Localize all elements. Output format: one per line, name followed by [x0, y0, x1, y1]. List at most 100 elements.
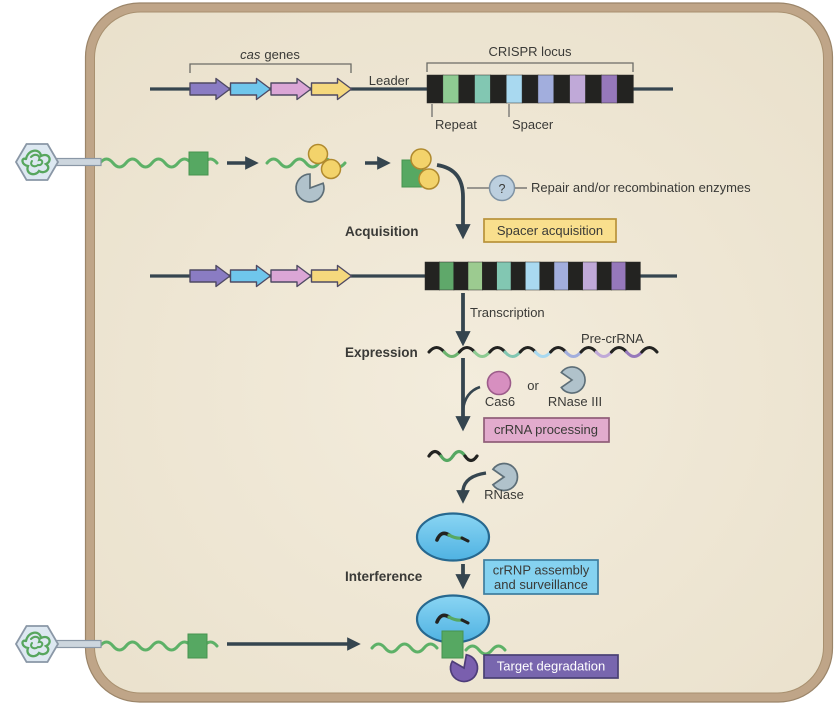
- cas-gene-arrow: [270, 264, 312, 288]
- locus-block: [539, 261, 555, 291]
- locus-block: [467, 261, 483, 291]
- crrna-processing-label: crRNA processing: [494, 422, 598, 437]
- cas6-label: Cas6: [485, 394, 515, 409]
- crispr-locus-label: CRISPR locus: [488, 44, 572, 59]
- crrna-segment: [427, 449, 443, 458]
- trimming-flow-arrow: [456, 471, 487, 504]
- spacer-acquisition-label: Spacer acquisition: [497, 223, 603, 238]
- unknown-enzyme-circle: [488, 174, 516, 202]
- interference-stage-label: Interference: [345, 569, 423, 584]
- locus-block: [426, 74, 444, 104]
- cas-gene-arrow: [229, 77, 272, 101]
- locus-block: [568, 261, 584, 291]
- cas-gene-arrow: [270, 77, 312, 101]
- pre-crrna-segment: [625, 350, 644, 358]
- cas-gene-arrow: [310, 77, 353, 101]
- transcription-label: Transcription: [470, 305, 545, 320]
- enzyme-branch-curve: [461, 385, 481, 411]
- cas-gene-arrow: [229, 264, 272, 288]
- locus-block: [474, 74, 492, 104]
- crrnp-assembly-label-line1: crRNP assembly: [493, 563, 590, 578]
- cas1-cas2-protein: [320, 158, 342, 180]
- acquisition-stage: ? Repair and/or recombination enzymes Ac…: [98, 143, 751, 243]
- locus-block: [442, 74, 460, 104]
- locus-block: [569, 74, 587, 104]
- locus-block: [596, 261, 612, 291]
- repair-enzymes-label: Repair and/or recombination enzymes: [531, 180, 751, 195]
- mature-crrna: [427, 449, 479, 463]
- cas6-protein-circle: [486, 370, 512, 396]
- or-label: or: [527, 378, 539, 393]
- interference-stage: Interference crRNP assembly and surveill…: [98, 512, 619, 687]
- spacer-acquisition-box: [483, 218, 617, 243]
- pre-crrna-segment: [488, 346, 507, 354]
- pre-crrna-segment: [427, 346, 446, 354]
- locus-block: [439, 261, 455, 291]
- locus-block: [458, 74, 476, 104]
- locus-block: [537, 74, 555, 104]
- locus-block: [424, 261, 440, 291]
- cas-genes-bracket: [189, 63, 352, 73]
- locus-block: [482, 261, 498, 291]
- cas-genes-arrows: [189, 77, 353, 101]
- cas-gene-arrow: [310, 264, 353, 288]
- crispr-locus-array-new-spacer: [424, 261, 641, 291]
- locus-block: [505, 74, 523, 104]
- locus-block: [616, 74, 634, 104]
- cell-wall-outer-edge: [84, 2, 834, 703]
- protospacer-square: [187, 633, 208, 659]
- cas1-cas2-protein: [307, 143, 329, 165]
- locus-block: [582, 261, 598, 291]
- cas1-cas2-protein: [418, 168, 440, 190]
- locus-block: [553, 261, 569, 291]
- cas-gene-arrow: [189, 264, 231, 288]
- crispr-locus-bracket: [426, 62, 634, 72]
- pre-crrna-segment: [549, 346, 568, 354]
- locus-block: [521, 74, 539, 104]
- repeat-label: Repeat: [435, 117, 477, 132]
- pre-crrna-segment: [533, 350, 553, 358]
- pre-crrna-segment: [579, 346, 598, 354]
- pre-crrna-segment: [457, 346, 477, 354]
- pre-crrna-segment: [473, 350, 492, 358]
- acquisition-flow-arrow: [436, 163, 471, 240]
- crrnp-assembly-label-line2: and surveillance: [494, 577, 588, 592]
- crispr-locus-array: [426, 74, 634, 104]
- locus-block: [553, 74, 571, 104]
- target-dna-strand: [370, 642, 439, 654]
- leader-label: Leader: [369, 73, 410, 88]
- acquisition-stage-label: Acquisition: [345, 224, 419, 239]
- locus-block: [601, 74, 618, 104]
- target-protospacer-square: [441, 630, 464, 659]
- crrna-segment: [451, 449, 467, 458]
- cas-genes-arrows: [189, 264, 353, 288]
- locus-block: [611, 261, 627, 291]
- locus-block: [525, 261, 541, 291]
- spacer-label: Spacer: [512, 117, 554, 132]
- pre-crrna-segment: [640, 346, 659, 354]
- locus-block: [496, 261, 512, 291]
- cas1-cas2-protein: [410, 148, 432, 170]
- locus-block: [510, 261, 526, 291]
- locus-block: [625, 261, 641, 291]
- crrna-processing-box: [483, 417, 610, 443]
- crrna-segment: [463, 454, 479, 463]
- pre-crrna-label: Pre-crRNA: [581, 331, 644, 346]
- target-degradation-box: [483, 654, 619, 679]
- pre-crrna-segment: [609, 346, 629, 354]
- locus-block: [585, 74, 602, 104]
- target-dna-strand: [464, 644, 507, 656]
- expression-stage: Transcription Expression Pre-crRNA Cas6 …: [345, 293, 659, 504]
- genes-word: genes: [264, 47, 300, 62]
- genome-row-expanded: [150, 261, 677, 291]
- pre-crrna-segment: [564, 350, 583, 358]
- pre-crrna-transcript: [427, 346, 659, 358]
- rnase3-label: RNase III: [548, 394, 602, 409]
- cas-word: cas: [240, 47, 261, 62]
- cas-gene-arrow: [189, 77, 231, 101]
- pre-crrna-segment: [518, 346, 537, 354]
